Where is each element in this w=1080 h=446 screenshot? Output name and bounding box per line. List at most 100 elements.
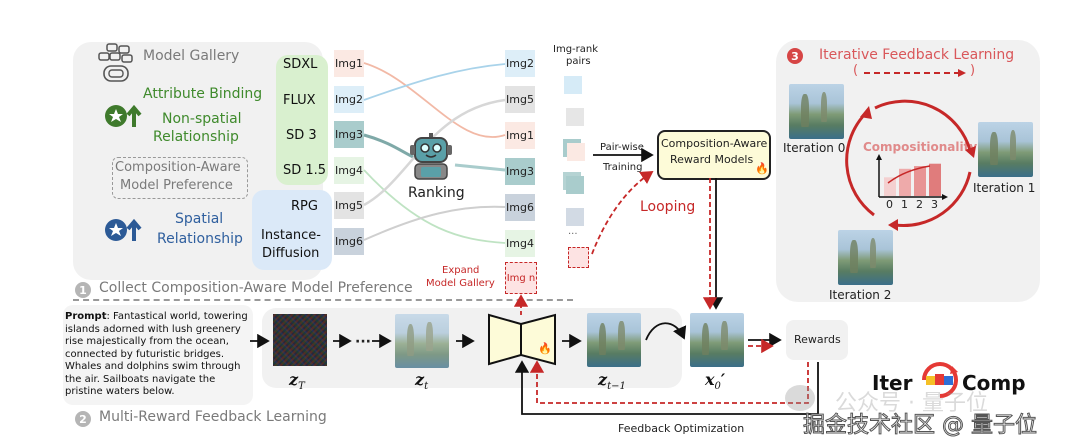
iteration-1-label: Iteration 1: [973, 181, 1036, 195]
pair-square: [567, 143, 585, 161]
iteration-2-label: Iteration 2: [829, 288, 892, 302]
model-instance: Instance-: [261, 228, 321, 243]
reward-model-box: [657, 130, 771, 180]
reward-model-line2: Reward Models: [670, 153, 754, 166]
attribute-binding-label: Attribute Binding: [143, 86, 263, 102]
non-spatial-label: Non-spatial: [162, 111, 242, 127]
compositionality-label: Compositionality: [863, 140, 978, 154]
step-1-badge: 1: [75, 282, 91, 298]
expand-label-line1: Expand: [442, 265, 480, 276]
model-preference-line2: Model Preference: [120, 178, 233, 193]
prompt-text: Prompt: Fantastical world, towering isla…: [65, 311, 255, 399]
model-rpg: RPG: [291, 199, 318, 214]
logo-puzzle-cycle-icon: [918, 358, 962, 402]
ranked-image-box: Img4: [505, 230, 535, 257]
logo-iter: Iter: [872, 371, 913, 395]
step-2-badge: 2: [75, 411, 91, 427]
section1-title: Collect Composition-Aware Model Preferen…: [99, 280, 413, 296]
model-sd3: SD 3: [286, 128, 317, 143]
prompt-panel: [63, 305, 253, 405]
pairwise-label: Pair-wise: [600, 142, 644, 153]
latent-zt-image: [395, 314, 449, 368]
pairs-ellipsis: ...: [568, 226, 578, 237]
new-pair-square: [568, 247, 589, 268]
pair-square: [564, 76, 582, 94]
rewards-label: Rewards: [794, 333, 841, 346]
model-flux: FLUX: [283, 93, 316, 108]
input-image-box: Img3: [334, 121, 364, 148]
training-label: Training: [603, 162, 643, 173]
relationship-label-blue: Relationship: [157, 231, 243, 247]
input-image-box: Img5: [334, 192, 364, 219]
chart-tick-label: 1: [901, 198, 908, 211]
gallery-title: Model Gallery: [143, 48, 240, 64]
section-divider: [73, 299, 573, 301]
compositionality-bar: [929, 163, 941, 196]
model-sdxl: SDXL: [283, 57, 318, 72]
ranked-image-box: Img5: [505, 86, 535, 113]
feedback-optimization-label: Feedback Optimization: [618, 422, 745, 435]
prompt-body: : Fantastical world, towering islands ad…: [65, 311, 248, 397]
section3-title: Iterative Feedback Learning: [819, 47, 1015, 63]
green-models-box: [276, 55, 328, 185]
chart-tick-label: 2: [916, 198, 923, 211]
pair-square: [566, 176, 584, 194]
iteration-2-image: [838, 230, 893, 285]
looping-label: Looping: [640, 199, 696, 215]
flame-icon: 🔥: [755, 162, 769, 175]
iteration-0-image: [789, 84, 844, 139]
pair-square: [566, 208, 584, 226]
latent-zt1-label: zt−1: [598, 370, 626, 393]
compositionality-bar: [914, 166, 926, 196]
watermark-main: 掘金技术社区 @ 量子位: [803, 413, 1038, 439]
ranking-label: Ranking: [408, 185, 465, 201]
new-image-box: Img n: [505, 262, 537, 294]
model-diffusion: Diffusion: [262, 246, 320, 261]
robot-gallery-icon: [95, 42, 137, 84]
model-preference-dashed-box: [112, 157, 248, 199]
latent-zT-label: zT: [289, 370, 305, 393]
ranked-image-box: Img3: [505, 158, 535, 185]
iteration-0-label: Iteration 0: [783, 141, 846, 155]
logo-comp: Comp: [962, 371, 1026, 395]
model-sd15: SD 1.5: [283, 163, 327, 178]
model-preference-line1: Composition-Aware: [115, 160, 241, 175]
legend-open: (: [853, 63, 859, 78]
ellipsis: ···: [355, 334, 371, 350]
chart-tick-label: 0: [886, 198, 893, 211]
noise-latent-image: [273, 314, 327, 366]
unet-flame-icon: 🔥: [538, 342, 552, 355]
reward-model-line1: Composition-Aware: [661, 137, 768, 150]
input-image-box: Img2: [334, 85, 364, 113]
input-image-box: Img1: [334, 50, 364, 77]
blue-models-box: [252, 190, 332, 270]
input-image-box: Img6: [334, 227, 364, 255]
input-image-box: Img4: [334, 156, 364, 184]
ranked-image-box: Img2: [505, 50, 535, 77]
predicted-x0-image: [690, 313, 744, 367]
expand-label-line2: Model Gallery: [426, 278, 495, 289]
compositionality-bar: [884, 177, 896, 196]
new-image-label: Img n: [506, 272, 536, 284]
ranked-image-box: Img6: [505, 194, 535, 221]
predicted-x0-label: x0′: [705, 370, 726, 393]
pairs-title-line2: pairs: [566, 56, 591, 67]
latent-zt1-image: [587, 313, 641, 367]
section2-title: Multi-Reward Feedback Learning: [99, 409, 327, 425]
watermark-faint: 公众号 · 量子位: [835, 391, 988, 416]
chart-tick-label: 3: [931, 198, 938, 211]
ranking-robot-icon: [408, 132, 454, 180]
spatial-label: Spatial: [175, 211, 224, 227]
iteration-1-image: [978, 122, 1033, 177]
pair-square: [566, 108, 584, 126]
legend-close: ): [970, 63, 976, 78]
prompt-label: Prompt: [65, 311, 107, 322]
ranked-image-box: Img1: [505, 122, 535, 149]
latent-zt-label: zt: [415, 370, 429, 393]
relationship-label-green: Relationship: [153, 129, 239, 145]
step-3-badge: 3: [787, 48, 803, 64]
compositionality-bar: [899, 168, 911, 196]
